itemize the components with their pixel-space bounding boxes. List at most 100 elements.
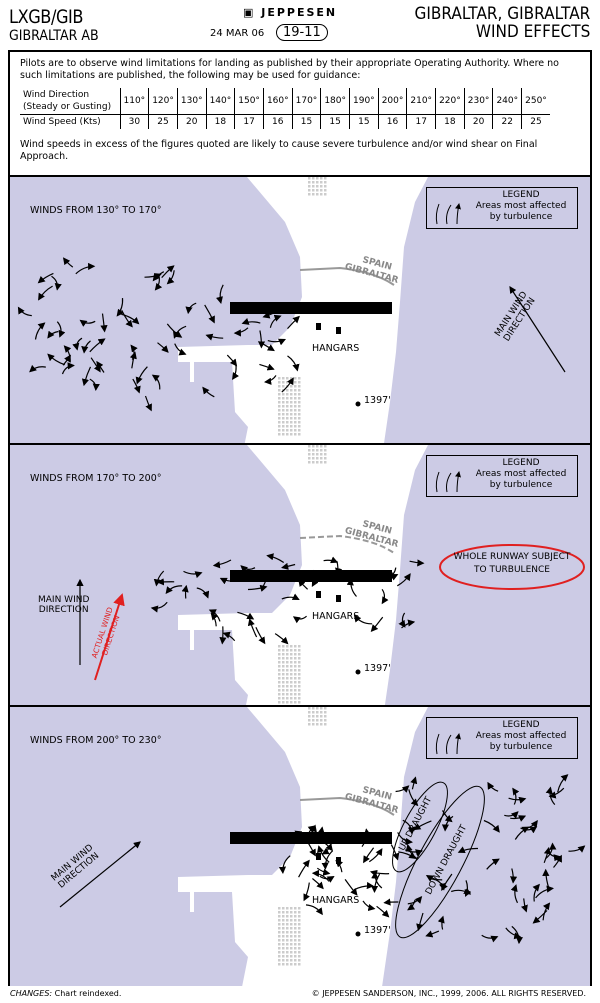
runway (230, 832, 392, 844)
turbulence-arrow (262, 343, 275, 352)
airport-map (10, 177, 590, 443)
turbulence-arrow (512, 787, 520, 805)
turbulence-arrow (368, 848, 383, 863)
hangar (336, 595, 341, 602)
elevation-dot (355, 931, 361, 937)
turbulence-arrow (219, 577, 238, 585)
turbulence-arrow (166, 270, 175, 285)
turbulence-arrow (269, 314, 282, 328)
turbulence-arrow (408, 789, 419, 807)
turbulence-arrow (383, 898, 399, 906)
turbulence-arrow (510, 884, 519, 904)
turbulence-arrow (150, 601, 168, 613)
turbulence-arrow (298, 579, 309, 590)
turbulence-arrow (370, 873, 381, 893)
direction-cell: 250° (521, 88, 550, 115)
turbulence-arrow (390, 844, 400, 861)
turbulence-arrow (89, 338, 106, 353)
turbulence-arrow (144, 395, 152, 412)
speed-cell: 17 (406, 114, 436, 129)
turbulence-arrow (121, 310, 133, 328)
runway-turbulence-callout: WHOLE RUNWAY SUBJECT TO TURBULENCE (453, 552, 571, 575)
turbulence-arrow (232, 362, 240, 381)
turbulence-arrow (405, 843, 418, 859)
direction-cell: 170° (291, 88, 321, 115)
turbulence-arrow (208, 609, 221, 622)
turbulence-arrow (545, 842, 557, 860)
turbulence-arrow (274, 633, 289, 645)
turbulence-arrow (505, 927, 522, 940)
turbulence-arrow (369, 869, 390, 877)
wind-limitations-info: Pilots are to observe wind limitations f… (10, 52, 590, 177)
turbulence-arrow (287, 355, 300, 372)
speed-cell: 25 (148, 114, 178, 129)
turbulence-arrow (61, 362, 75, 375)
panel-title: WINDS FROM 200° TO 230° (30, 735, 162, 746)
airport-map (10, 707, 590, 986)
turbulence-arrow (132, 378, 141, 394)
turbulence-arrow (307, 842, 316, 857)
turbulence-arrow (520, 898, 528, 913)
callout-ellipse (439, 544, 585, 590)
turbulence-arrow (311, 569, 319, 587)
turbulence-arrow (441, 815, 454, 832)
turbulence-arrow (321, 840, 333, 852)
turbulence-arrow (247, 584, 268, 592)
turbulence-arrow (62, 257, 74, 268)
direction-cell: 140° (205, 88, 235, 115)
turbulence-arrow (532, 910, 548, 924)
turbulence-arrow (292, 615, 307, 624)
turbulence-arrow (335, 859, 344, 873)
turbulence-arrow (202, 386, 215, 398)
turbulence-arrow (557, 774, 569, 793)
direction-cell: 220° (435, 88, 465, 115)
speed-cell: 18 (435, 114, 465, 129)
turbulence-arrow (441, 810, 453, 823)
elevation-label: 1397' (364, 925, 391, 936)
hangars-label: HANGARS (312, 895, 360, 906)
direction-cell: 210° (406, 88, 436, 115)
turbulence-arrow (362, 900, 376, 912)
turbulence-arrow (29, 364, 46, 373)
turbulence-arrow (514, 826, 530, 840)
turbulence-arrow (425, 874, 443, 882)
hangar (316, 853, 321, 860)
gibraltar-land (178, 707, 428, 986)
chart-index: 19-11 (276, 24, 328, 41)
turbulence-arrow (90, 357, 101, 373)
chart-frame: Pilots are to observe wind limitations f… (8, 50, 592, 986)
turbulence-arrow (135, 366, 148, 385)
hangars-label: HANGARS (312, 343, 360, 354)
turbulence-arrow (451, 887, 472, 895)
turbulence-arrow (34, 322, 46, 340)
turbulence-arrow (166, 323, 183, 338)
turbulence-arrow (319, 875, 335, 883)
turbulence-arrow (306, 825, 316, 843)
panel-title: WINDS FROM 130° TO 170° (30, 205, 162, 216)
hangar (336, 327, 341, 334)
speed-cell: 20 (176, 114, 207, 129)
turbulence-arrow (247, 618, 258, 638)
turbulence-arrow (397, 832, 413, 846)
turbulence-arrow (543, 846, 551, 864)
turbulence-arrow (387, 567, 397, 579)
turbulence-arrow (281, 593, 300, 600)
turbulence-arrow (457, 846, 479, 854)
turbulence-arrow (487, 781, 499, 792)
turbulence-arrow (319, 831, 337, 842)
turbulence-arrow (305, 904, 323, 916)
turbulence-arrow (321, 850, 334, 870)
turbulence-arrow (264, 375, 277, 385)
panel-title: WINDS FROM 170° TO 200° (30, 473, 162, 484)
turbulence-arrow (344, 879, 358, 896)
warning-text: Wind speeds in excess of the figures quo… (20, 139, 538, 162)
turbulence-arrow (481, 934, 499, 943)
turbulence-arrow (370, 616, 384, 633)
direction-cell: 120° (148, 88, 178, 115)
main-wind-arrow (509, 285, 566, 373)
turbulence-arrow (278, 855, 291, 874)
turbulence-arrow (298, 859, 310, 878)
